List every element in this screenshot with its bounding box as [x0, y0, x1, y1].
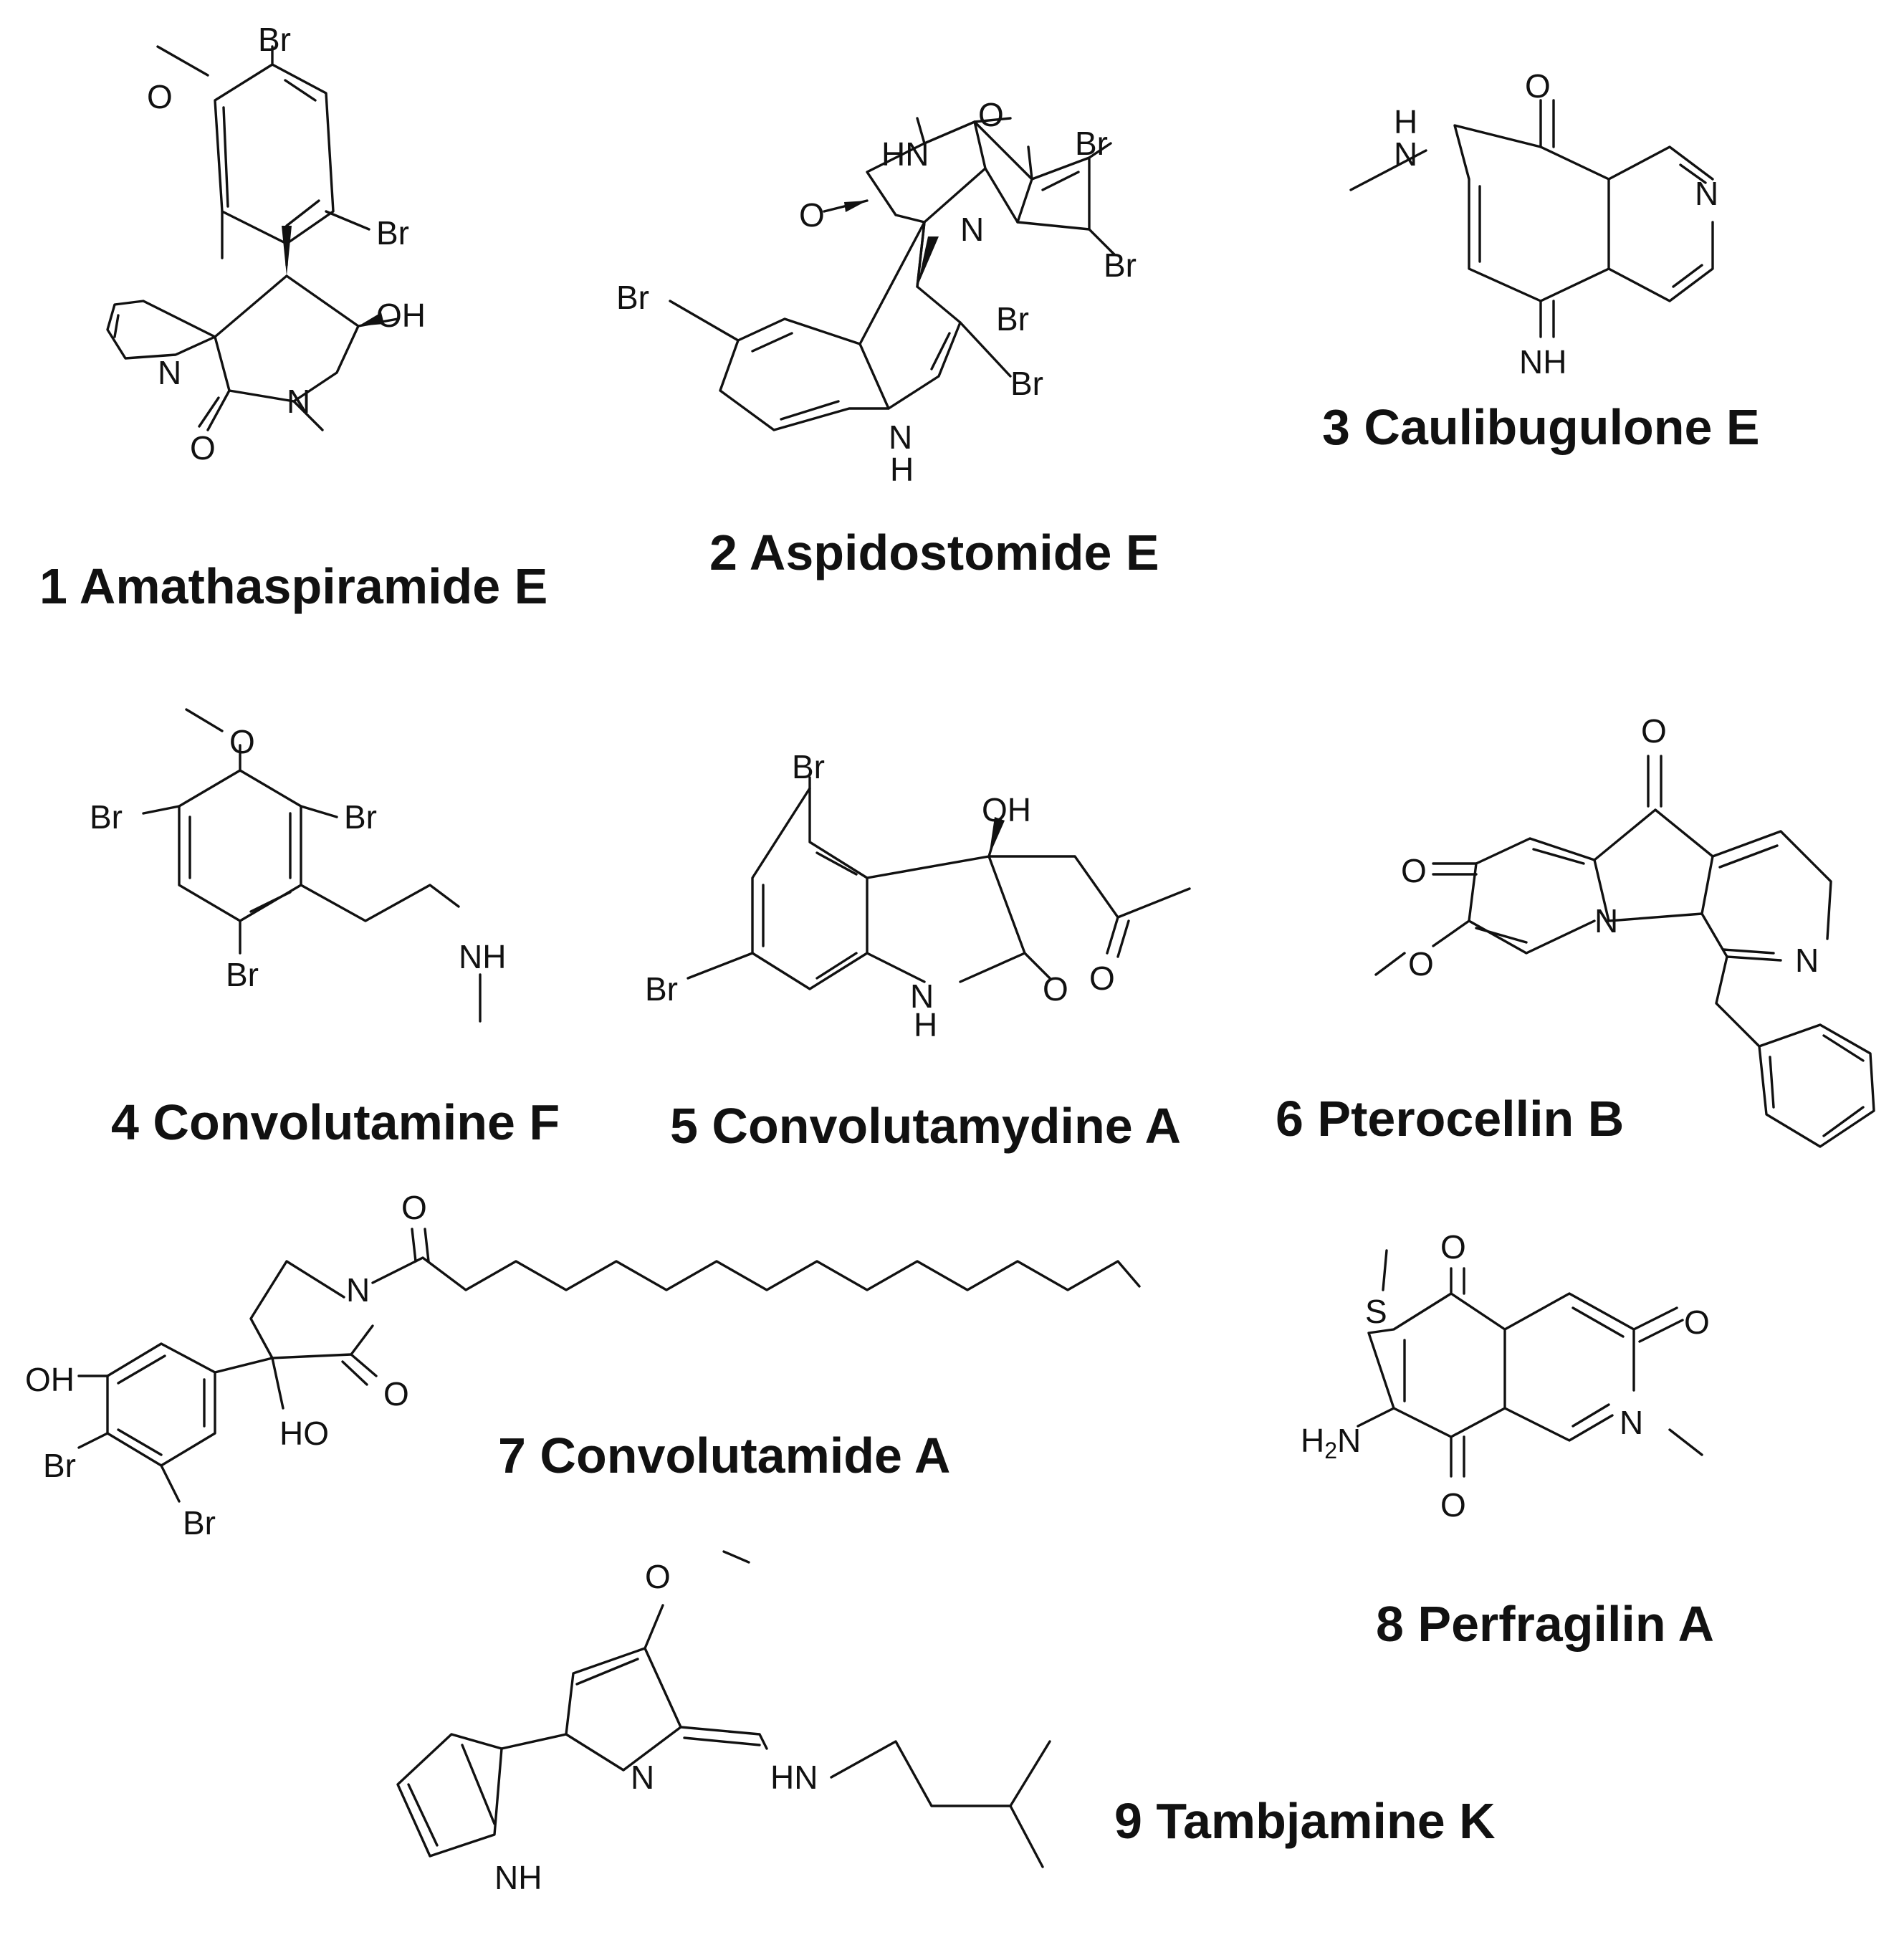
compound-6-atom: N — [1795, 942, 1819, 979]
compound-8-atom: H2N — [1301, 1422, 1361, 1463]
compound-7-atom: O — [401, 1189, 427, 1226]
compound-1-atom: O — [147, 78, 173, 115]
compound-7-label: 7 Convolutamide A — [498, 1428, 950, 1483]
compound-8-label: 8 Perfragilin A — [1376, 1596, 1714, 1652]
compound-4-atom: NH — [459, 938, 506, 975]
compound-4-structure: O Br Br Br NH — [90, 708, 506, 1023]
compound-2-structure: HN O Br Br Br O N Br Br N H — [616, 96, 1137, 488]
compound-9-atom: O — [645, 1558, 671, 1595]
compound-8-atom: S — [1365, 1293, 1387, 1330]
compound-3-atom: N — [1695, 175, 1718, 212]
compound-6-atom: N — [1594, 902, 1618, 940]
compound-2-atom: N — [889, 419, 912, 456]
compound-2-atom: Br — [1075, 125, 1108, 162]
compound-7-atom: Br — [43, 1447, 76, 1484]
compound-7-atom: O — [383, 1375, 409, 1413]
compound-8-structure: S O O N O H2N — [1301, 1228, 1710, 1524]
compound-1-atom: O — [190, 429, 216, 467]
compound-1-atom: N — [287, 383, 310, 420]
compound-1-atom: OH — [376, 297, 426, 334]
compound-5-atom: OH — [982, 791, 1031, 828]
compound-6-atom: O — [1401, 852, 1427, 889]
compound-9-atom: HN — [770, 1759, 818, 1796]
compound-3-atom: N — [1394, 135, 1417, 173]
compound-5-structure: Br OH Br N H O O — [645, 748, 1191, 1043]
compound-1-atom: Br — [376, 214, 409, 252]
compound-2-atom: Br — [616, 279, 649, 316]
compound-2-atom: O — [799, 196, 825, 234]
compound-2-atom: Br — [996, 300, 1029, 338]
compound-2-label: 2 Aspidostomide E — [709, 525, 1159, 580]
compound-5-atom: O — [1043, 970, 1068, 1008]
compound-9-label: 9 Tambjamine K — [1114, 1793, 1496, 1849]
compound-5-atom: H — [914, 1006, 937, 1043]
compound-5-atom: Br — [792, 748, 825, 785]
compound-6-atom: O — [1408, 945, 1434, 983]
compound-3-atom: H — [1394, 103, 1417, 140]
compound-9-atom: N — [631, 1759, 654, 1796]
compound-1-label: 1 Amathaspiramide E — [39, 558, 547, 614]
compound-5-label: 5 Convolutamydine A — [670, 1098, 1181, 1154]
compound-7-atom: HO — [279, 1415, 329, 1452]
compound-4-atom: O — [229, 723, 255, 760]
compound-8-atom: N — [1620, 1404, 1643, 1441]
compound-4-atom: Br — [344, 798, 377, 836]
compound-6-structure: O O N N O — [1374, 712, 1875, 1148]
compound-1-atom: N — [158, 354, 181, 391]
compound-5-atom: Br — [645, 970, 678, 1008]
compound-7-atom: OH — [25, 1361, 75, 1398]
compound-7-structure: O N O HO OH Br Br — [25, 1189, 1141, 1541]
compound-9-atom: NH — [494, 1859, 542, 1896]
compound-1-structure: Br O Br OH N N O — [106, 21, 426, 467]
compound-4-atom: Br — [226, 956, 259, 993]
compound-4-label: 4 Convolutamine F — [111, 1094, 560, 1150]
compound-5-atom: N — [910, 978, 934, 1015]
compound-6-label: 6 Pterocellin B — [1276, 1091, 1624, 1147]
compound-2-atom: Br — [1104, 247, 1137, 284]
compound-7-atom: Br — [183, 1504, 216, 1541]
compound-3-structure: O H N N NH — [1349, 67, 1718, 381]
compound-3-atom: NH — [1519, 343, 1566, 381]
compound-8-atom: O — [1684, 1304, 1710, 1341]
compound-3-label: 3 Caulibugulone E — [1322, 399, 1760, 455]
compound-8-atom: O — [1440, 1486, 1466, 1524]
compound-1-atom: Br — [258, 21, 291, 58]
compound-6-atom: O — [1641, 712, 1667, 750]
compound-2-atom: HN — [881, 135, 929, 173]
compound-2-atom: N — [960, 211, 984, 248]
compound-2-atom: H — [890, 451, 914, 488]
compound-9-structure: O N HN NH — [396, 1550, 1051, 1896]
compound-8-atom: O — [1440, 1228, 1466, 1266]
compound-7-atom: N — [346, 1271, 370, 1309]
compound-3-atom: O — [1525, 67, 1551, 105]
compound-4-atom: Br — [90, 798, 123, 836]
compound-2-atom: O — [978, 96, 1004, 133]
compound-5-atom: O — [1089, 960, 1115, 997]
compound-2-atom: Br — [1010, 365, 1043, 402]
